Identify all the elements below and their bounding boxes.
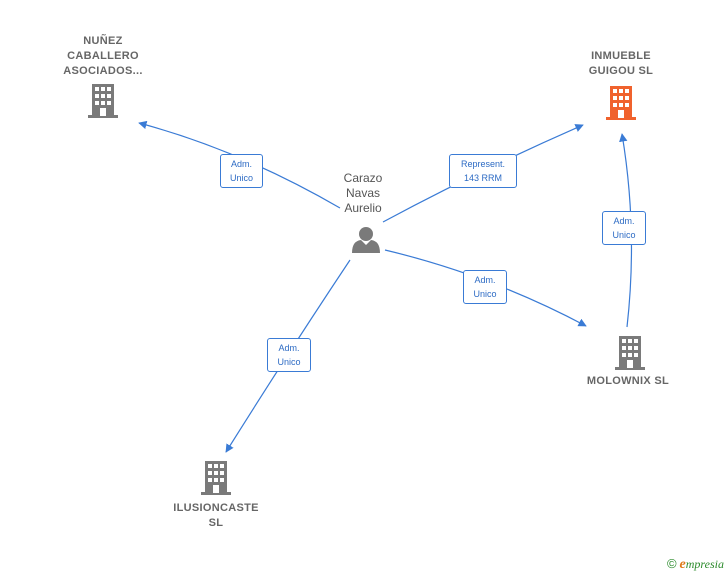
node-label-line: Carazo bbox=[343, 171, 383, 185]
copyright-symbol: © bbox=[666, 556, 677, 571]
edge-label-line: Unico bbox=[277, 357, 301, 367]
edge-label-to-ilusioncaste[interactable]: Adm. Unico bbox=[267, 338, 311, 372]
building-icon-molownix bbox=[615, 336, 645, 370]
edge-label-line: Adm. bbox=[613, 216, 635, 226]
building-icon-ilusioncaste bbox=[201, 461, 231, 495]
building-icon-inmueble bbox=[606, 86, 636, 120]
node-label-line: ASOCIADOS... bbox=[63, 65, 143, 77]
brand-name: mpresia bbox=[685, 557, 724, 571]
edge-label-line: Unico bbox=[229, 173, 253, 183]
node-label-inmueble[interactable]: INMUEBLE GUIGOU SL bbox=[566, 49, 676, 79]
node-label-line: Aurelio bbox=[344, 201, 382, 215]
edge-label-molownix-to-inmueble[interactable]: Adm. Unico bbox=[602, 211, 646, 245]
node-label-molownix[interactable]: MOLOWNIX SL bbox=[570, 374, 686, 389]
edge-label-line: Adm. bbox=[278, 343, 300, 353]
edge-label-line: Adm. bbox=[230, 159, 252, 169]
edge-label-line: Adm. bbox=[474, 275, 496, 285]
node-label-line: GUIGOU SL bbox=[588, 65, 654, 77]
node-label-line: CABALLERO bbox=[67, 50, 139, 62]
edge-label-line: Unico bbox=[612, 230, 636, 240]
node-label-nunez[interactable]: NUÑEZ CABALLERO ASOCIADOS... bbox=[48, 34, 158, 79]
edge-label-line: Represent. bbox=[460, 159, 506, 169]
node-label-line: Navas bbox=[345, 186, 380, 200]
edge-label-line: Unico bbox=[473, 289, 497, 299]
node-label-line: MOLOWNIX SL bbox=[586, 375, 670, 387]
person-icon bbox=[352, 227, 380, 253]
node-label-person[interactable]: Carazo Navas Aurelio bbox=[318, 171, 408, 216]
brand-initial: e bbox=[679, 557, 686, 572]
empresia-watermark: ©empresia bbox=[667, 556, 724, 573]
node-label-line: SL bbox=[208, 517, 224, 529]
node-label-line: NUÑEZ bbox=[83, 35, 123, 47]
edge-label-to-inmueble[interactable]: Represent. 143 RRM bbox=[449, 154, 517, 188]
edge-label-to-nunez[interactable]: Adm. Unico bbox=[220, 154, 263, 188]
building-icon-nunez bbox=[88, 84, 118, 118]
node-label-line: ILUSIONCASTE bbox=[173, 502, 259, 514]
node-label-line: INMUEBLE bbox=[591, 50, 651, 62]
node-label-ilusioncaste[interactable]: ILUSIONCASTE SL bbox=[160, 501, 272, 531]
edge-label-to-molownix[interactable]: Adm. Unico bbox=[463, 270, 507, 304]
edge-label-line: 143 RRM bbox=[463, 173, 502, 183]
